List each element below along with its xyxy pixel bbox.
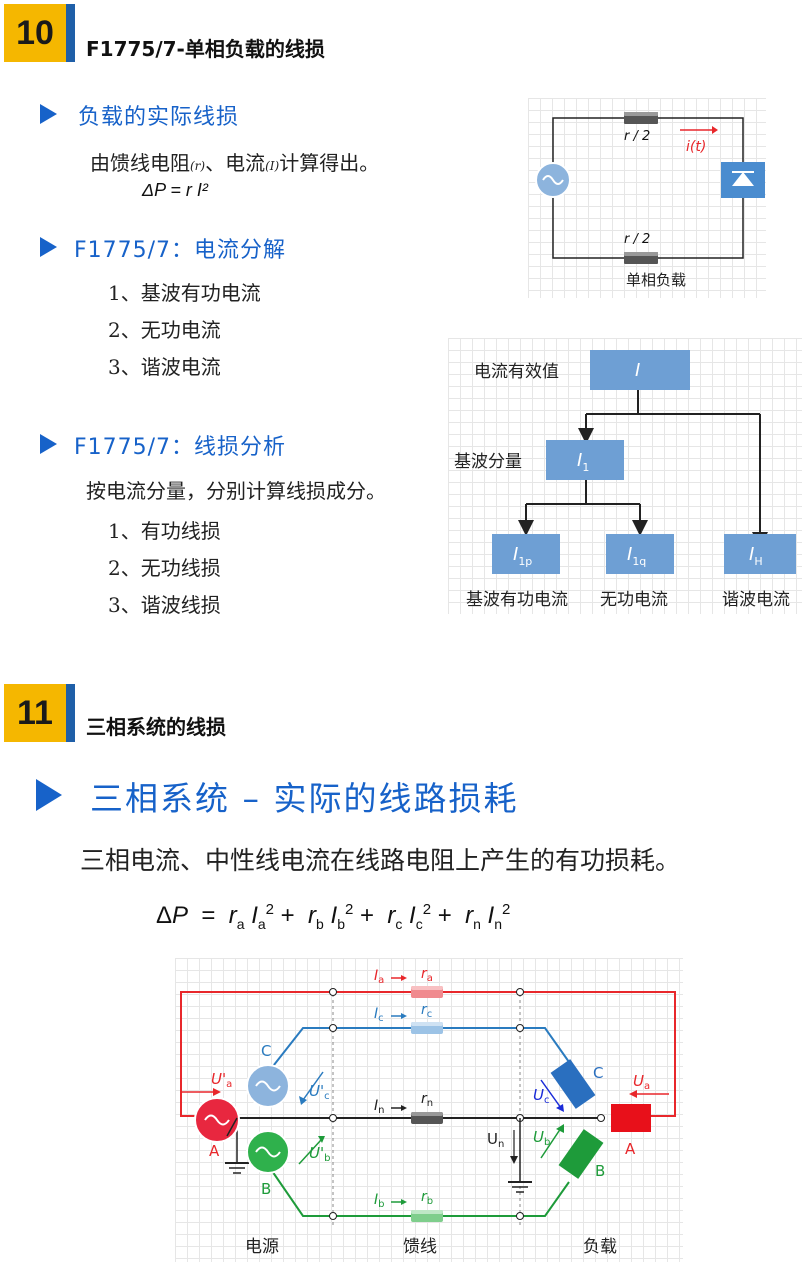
- load-voltage-c-label: Uc: [533, 1086, 549, 1106]
- node-active-label: 基波有功电流: [466, 590, 568, 610]
- single-phase-circuit-diagram: r / 2 i(t) r / 2 单相负载: [528, 98, 766, 298]
- resistor-b-label: rb: [421, 1189, 433, 1207]
- node-harmonic-label: 谐波电流: [722, 590, 790, 610]
- bullet-heading: F1775/7：电流分解: [74, 238, 287, 263]
- load-c-icon: [550, 1059, 596, 1109]
- bullet-arrow-icon: [40, 104, 57, 124]
- current-c-label: Ic: [374, 1006, 384, 1024]
- current-decomposition-tree: I 电流有效值 I1 基波分量 I1p I1q IH 基波有功电流 无功电流 谐…: [448, 338, 802, 614]
- neutral-voltage-label: Un: [487, 1130, 504, 1150]
- section-number-badge: 10: [4, 4, 66, 62]
- source-voltage-b-label: U'b: [309, 1144, 330, 1164]
- current-b-label: Ib: [374, 1192, 385, 1210]
- current-n-label: In: [374, 1098, 384, 1116]
- load-voltage-a-label: Ua: [633, 1072, 650, 1092]
- node-fundamental-label: 基波分量: [454, 452, 522, 472]
- section-title: 三相系统的线损: [86, 715, 226, 739]
- bullet-heading: 三相系统 – 实际的线路损耗: [90, 779, 519, 818]
- bullet-arrow-icon: [40, 237, 57, 257]
- node-active-symbol: I1p: [513, 544, 532, 568]
- node-harmonic: [724, 534, 796, 574]
- source-c-letter: C: [261, 1042, 271, 1060]
- circuit-caption: 单相负载: [626, 271, 686, 289]
- node-root: [590, 350, 690, 390]
- bullet-arrow-icon: [36, 779, 62, 811]
- load-voltage-b-label: Ub: [533, 1128, 550, 1148]
- feeder-caption: 馈线: [403, 1237, 437, 1257]
- current-label: i(t): [686, 139, 706, 155]
- three-phase-circuit-diagram: Ia ra Ic rc In rn Ib rb U'a U'c U'b Uc U…: [175, 958, 683, 1262]
- resistor-a-label: ra: [421, 966, 433, 984]
- load-a-icon: [611, 1104, 651, 1132]
- load-a-letter: A: [625, 1140, 636, 1158]
- loss-formula: ΔP = ra Ia2 + rb Ib2 + rc Ic2 + rn In2: [156, 901, 511, 932]
- node-root-symbol: I: [635, 360, 640, 381]
- source-b-letter: B: [261, 1180, 271, 1198]
- node-reactive-label: 无功电流: [600, 590, 668, 610]
- resistor-n-label: rn: [421, 1091, 433, 1109]
- source-voltage-a-label: U'a: [211, 1070, 232, 1090]
- node-active: [492, 534, 560, 574]
- section-title: F1775/7-单相负载的线损: [86, 37, 325, 61]
- section-accent-bar: [66, 684, 75, 742]
- section-accent-bar: [66, 4, 75, 62]
- load-c-letter: C: [593, 1064, 603, 1082]
- bullet-heading: F1775/7：线损分析: [74, 435, 287, 460]
- bullet-heading: 负载的实际线损: [78, 105, 240, 130]
- source-a-letter: A: [209, 1142, 220, 1160]
- current-a-label: Ia: [374, 968, 384, 986]
- resistor-label: r / 2: [624, 232, 650, 247]
- source-caption: 电源: [245, 1237, 279, 1257]
- resistor-c-label: rc: [421, 1002, 432, 1020]
- body-text: 三相电流、中性线电流在线路电阻上产生的有功损耗。: [80, 846, 681, 875]
- list-item: 2、无功线损: [108, 556, 221, 580]
- body-text: 按电流分量，分别计算线损成分。: [86, 479, 386, 503]
- node-reactive: [606, 534, 674, 574]
- source-voltage-c-label: U'c: [309, 1082, 330, 1102]
- load-caption: 负载: [583, 1237, 617, 1257]
- list-item: 3、谐波电流: [108, 355, 221, 379]
- section-number-badge: 11: [4, 684, 66, 742]
- node-harmonic-symbol: IH: [749, 544, 763, 568]
- node-fundamental: [546, 440, 624, 480]
- body-text: 由馈线电阻(r)、电流(I)计算得出。: [90, 151, 380, 175]
- node-fundamental-symbol: I1: [577, 450, 589, 474]
- loss-formula: ΔP = r I²: [142, 180, 208, 200]
- load-b-letter: B: [595, 1162, 605, 1180]
- list-item: 1、有功线损: [108, 519, 221, 543]
- load-b-icon: [558, 1129, 604, 1179]
- current-arrow-icon: [712, 126, 718, 134]
- list-item: 2、无功电流: [108, 318, 221, 342]
- node-root-label: 电流有效值: [474, 362, 559, 382]
- bullet-arrow-icon: [40, 434, 57, 454]
- list-item: 1、基波有功电流: [108, 281, 261, 305]
- list-item: 3、谐波线损: [108, 593, 221, 617]
- node-reactive-symbol: I1q: [627, 544, 646, 568]
- resistor-label: r / 2: [624, 129, 650, 144]
